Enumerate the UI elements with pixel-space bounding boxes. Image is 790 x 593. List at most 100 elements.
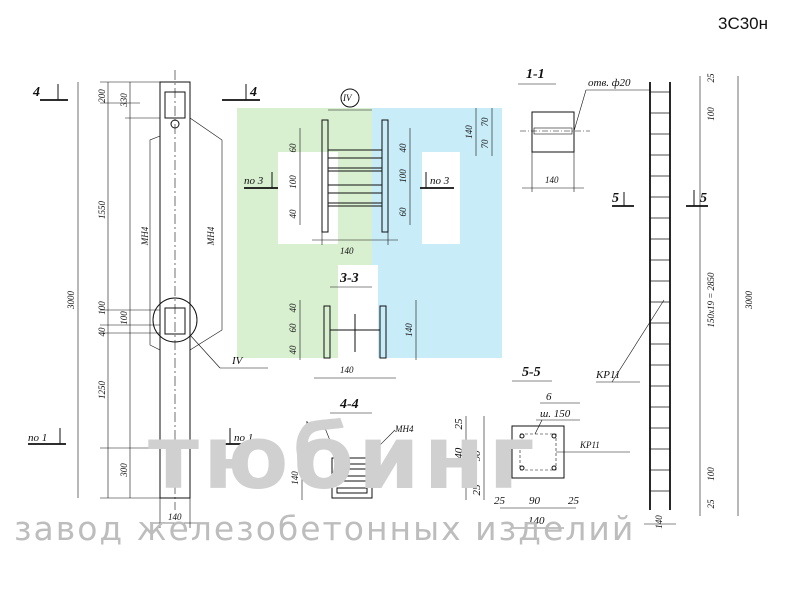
node-dim-b140: 140 [340,246,354,256]
cut4-left-label: 4 [32,85,40,100]
s55-dim-b90: 90 [529,495,541,507]
section-1-1: 1-1 отв. ф20 140 70 70 140 [464,67,650,192]
s11-dim-b140: 140 [545,175,559,185]
frame-dim-mid: 150х19 = 2850 [706,272,716,328]
node-dim-r60: 60 [398,207,408,217]
cut4-right-label: 4 [249,85,257,100]
s44-mesh-2 [336,475,368,482]
s55-dim-6: 6 [546,391,552,403]
s55-frame [519,433,557,471]
dim-width-140: 140 [168,512,182,522]
s55-pitch: ш. 150 [540,408,571,420]
dim-1250: 1250 [97,381,107,400]
section-5-5: 5-5 6 ш. 150 КР11 25 140 90 25 25 90 25 … [453,365,630,529]
frame-dim-t25: 25 [706,73,716,83]
frame-dim-w140: 140 [654,515,664,529]
s33-dim-b140: 140 [340,365,354,375]
s55-bar-bl [519,465,525,471]
dim-300: 300 [119,463,129,478]
mesh-left-leader [149,135,161,351]
frame-rungs [650,91,670,492]
top-hole [170,119,180,129]
s44-dim-140: 140 [290,471,300,485]
mesh-left-label: МН4 [140,226,150,246]
s44-mesh-right: МН4 [394,424,414,434]
frame-kr11-view: КР11 5 5 25 100 150х19 = 2850 3000 100 2… [595,73,754,529]
dim-40: 40 [97,327,107,337]
s44-outline [331,457,373,499]
dim-1550: 1550 [97,201,107,220]
sheet-code: 3С30н [718,14,769,33]
logo-watermark [237,108,502,358]
node-iv-callout [152,297,198,343]
cut5-right-label: 5 [700,191,707,206]
pos3-left-label: по 3 [244,175,264,187]
s33-dim-l40a: 40 [288,303,298,313]
s33-plate-right [379,305,387,359]
node-dim-l40: 40 [288,209,298,219]
top-insert [164,91,186,119]
dim-100b: 100 [119,311,129,325]
node-iv-leader [189,334,221,369]
s11-dim-70b: 70 [480,139,490,149]
node-dim-l60: 60 [288,143,298,153]
node-plate-right [381,119,389,233]
s33-dim-r140: 140 [404,323,414,337]
node-iv-detail: IV 60 100 40 40 100 60 140 по 3 по 3 [244,88,454,256]
dim-200: 200 [97,89,107,103]
s11-dim-140: 140 [464,125,474,139]
s11-outline [531,111,575,153]
elevation-view: 4 3000 200 330 1550 100 100 40 1250 300 … [28,70,268,528]
pos1-right-label: по 1 [234,432,253,444]
node-iv-side-label: IV [231,355,244,367]
s55-dim-l25a: 25 [453,418,465,430]
s11-dim-70a: 70 [480,117,490,127]
dim-330: 330 [119,93,129,108]
node-bar-2 [327,167,383,172]
node-bar-3 [327,184,383,194]
frame-dim-b100: 100 [706,467,716,481]
s55-bar-br [551,465,557,471]
s55-dim-l140: 140 [453,447,465,464]
frame-dim-total-label: 3000 [744,291,754,311]
section-3-3: 3-3 40 60 40 140 140 [288,271,417,379]
section11-title: 1-1 [526,67,545,82]
s33-dim-l60: 60 [288,323,298,333]
frame-label-leader [611,299,665,383]
logo-cutout-bottom [338,265,378,358]
dim-100: 100 [97,301,107,315]
node-iv-label: IV [342,93,353,103]
s33-dim-l40b: 40 [288,345,298,355]
frame-dim-b25: 25 [706,499,716,509]
middle-insert [164,307,186,335]
section44-title: 4-4 [339,397,359,412]
s55-dim-b25b: 25 [568,495,580,507]
section33-title: 3-3 [339,271,359,286]
watermark-subtitle: завод железобетонных изделий [14,509,635,548]
s55-bar-tr [551,433,557,439]
s44-mesh-left-leader [324,427,338,459]
s55-dim-b25a: 25 [494,495,506,507]
logo-cutout-right [422,152,460,244]
logo-cutout-left [278,152,338,244]
s55-bar-tl [519,433,525,439]
s44-mesh-3 [336,487,368,494]
watermark-brand: тюбинг [148,406,538,509]
pos1-left-label: по 1 [28,432,47,444]
s55-dim-b140: 140 [528,515,545,527]
node-dim-r100: 100 [398,169,408,183]
mesh-right-label: МН4 [206,226,216,246]
node-dim-l100: 100 [288,175,298,189]
section55-title: 5-5 [522,365,541,380]
bottom-hole [171,444,179,452]
section-4-4: 4-4 МН4 МН4 140 [290,397,414,500]
node-bar-1 [327,149,383,159]
frame-dim-t100: 100 [706,107,716,121]
mesh-right-leader [189,117,223,351]
s44-mesh-1 [336,463,368,470]
s55-frame-label: КР11 [579,440,600,450]
node-iv-circle [340,88,360,108]
dim-3000: 3000 [66,291,76,311]
s55-pitch-leader [534,419,543,435]
